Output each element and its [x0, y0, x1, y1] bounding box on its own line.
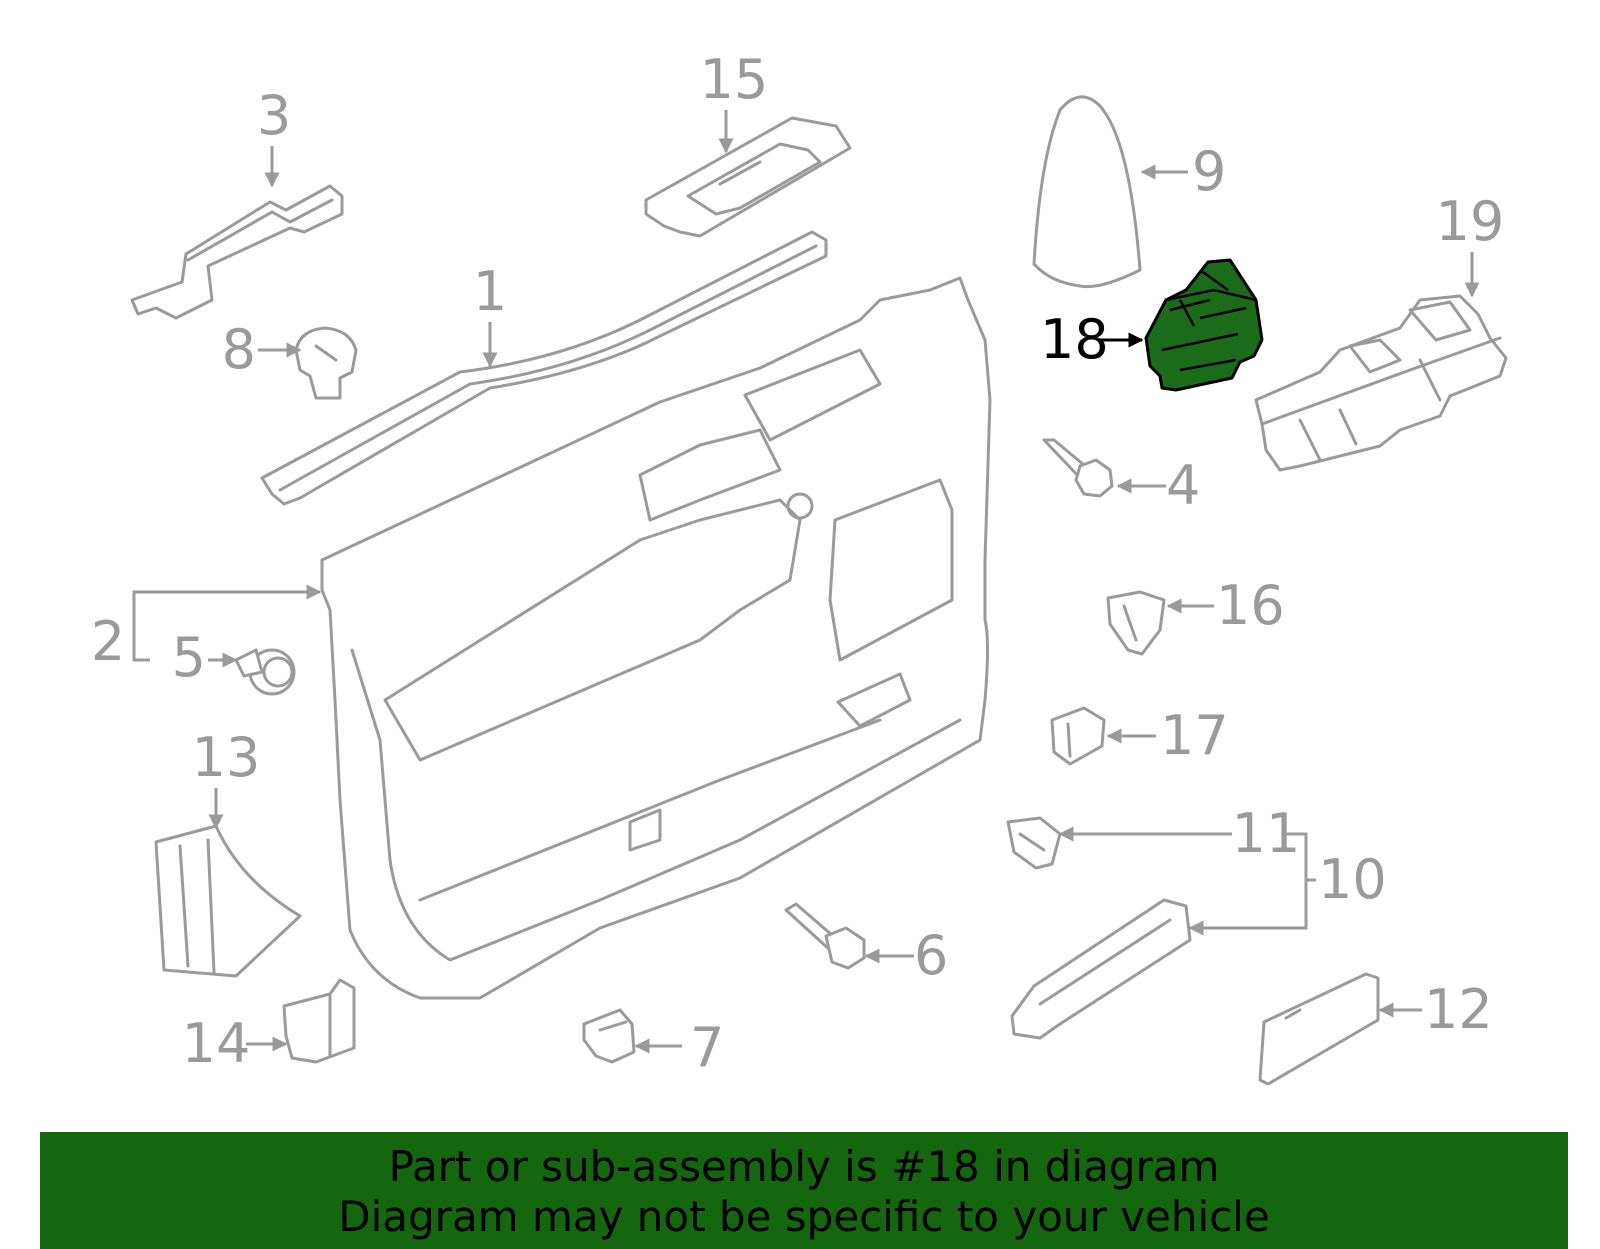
part-2-door-trim-panel [320, 276, 992, 1000]
callout-17: 17 [1160, 704, 1229, 767]
callout-11: 11 [1232, 802, 1301, 865]
callout-12: 12 [1424, 978, 1493, 1041]
callout-2: 2 [91, 610, 125, 673]
footer-line-1: Part or sub-assembly is #18 in diagram [388, 1142, 1220, 1191]
part-18-window-switch [1144, 258, 1264, 392]
callout-labels: 1 2 3 4 5 6 7 8 9 10 11 12 13 14 15 16 1… [91, 48, 1505, 1079]
part-3-bracket [130, 184, 344, 320]
leader-lines [132, 110, 1480, 1054]
part-5-push-pin [234, 648, 296, 696]
part-10-pull-handle [1010, 898, 1192, 1040]
part-16-clip [1106, 590, 1166, 656]
callout-10: 10 [1318, 848, 1387, 911]
part-6-screw [784, 902, 866, 970]
callout-19: 19 [1436, 190, 1505, 253]
callout-7: 7 [690, 1016, 724, 1079]
callout-9: 9 [1192, 140, 1226, 203]
footer-line-2: Diagram may not be specific to your vehi… [338, 1192, 1270, 1241]
callout-8: 8 [222, 318, 256, 381]
callout-15: 15 [700, 48, 769, 111]
callout-3: 3 [257, 84, 291, 147]
part-11-retaining-clip [1006, 816, 1062, 870]
callout-18: 18 [1040, 308, 1109, 371]
part-19-switch-assembly [1254, 294, 1508, 472]
part-12-cover-plate [1258, 972, 1380, 1086]
part-4-screw [1042, 438, 1114, 498]
part-9-trim-cover [1032, 95, 1142, 289]
footer-banner: Part or sub-assembly is #18 in diagram D… [40, 1132, 1568, 1249]
callout-16: 16 [1216, 574, 1285, 637]
part-14-clip-cover [282, 978, 356, 1064]
callout-14: 14 [182, 1012, 251, 1075]
callout-6: 6 [914, 924, 948, 987]
part-17-clip [1050, 706, 1106, 766]
part-8-clip [294, 326, 358, 400]
part-7-clip [582, 1008, 636, 1064]
callout-4: 4 [1166, 454, 1200, 517]
part-1-weatherstrip [260, 230, 828, 506]
callout-1: 1 [473, 260, 507, 323]
part-15-switch-bezel [644, 116, 852, 238]
callout-5: 5 [172, 626, 206, 689]
part-13-cover [154, 824, 302, 978]
callout-13: 13 [192, 726, 261, 789]
